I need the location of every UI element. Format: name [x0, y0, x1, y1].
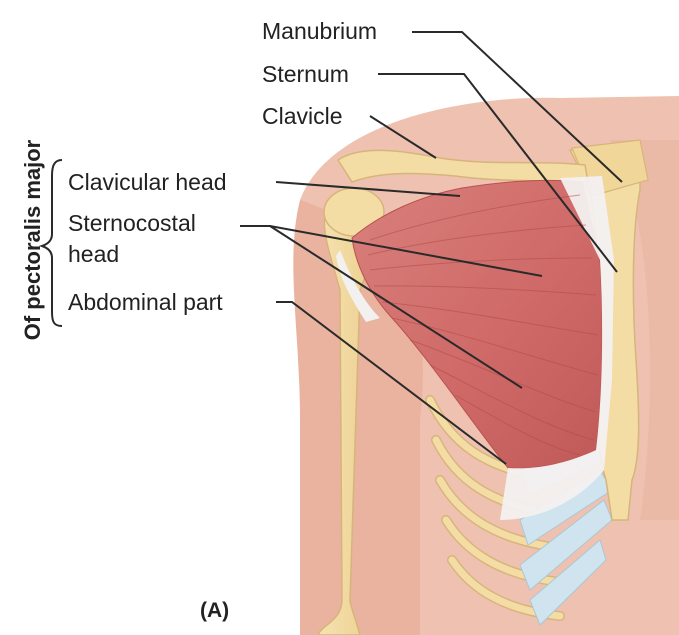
leader-manubrium — [412, 31, 623, 183]
label-sternum: Sternum — [262, 61, 349, 87]
muscle-fibers — [367, 194, 599, 456]
torso-shadow — [610, 140, 679, 520]
muscle-tendon — [500, 176, 614, 520]
muscle-insertion — [336, 250, 380, 322]
label-sternocostal-head-line1: Sternocostal — [68, 210, 196, 236]
panel-letter: (A) — [200, 599, 230, 622]
label-sternocostal-head-line2: head — [68, 241, 120, 267]
clavicle-bone — [336, 149, 589, 183]
group-bracket — [38, 159, 63, 327]
leader-clavicle — [369, 115, 437, 159]
leader-sternocostal-b — [269, 225, 523, 389]
group-title-pectoralis-major: Of pectoralis major — [20, 139, 45, 341]
leader-lines — [240, 31, 623, 465]
label-manubrium: Manubrium — [262, 18, 378, 44]
leader-sternum — [378, 73, 618, 273]
leader-abdominal — [276, 301, 507, 465]
label-clavicular-head: Clavicular head — [68, 169, 227, 195]
label-abdominal-part: Abdominal part — [68, 289, 223, 315]
leader-clavicular-head — [275, 181, 461, 197]
label-clavicle: Clavicle — [262, 103, 343, 129]
